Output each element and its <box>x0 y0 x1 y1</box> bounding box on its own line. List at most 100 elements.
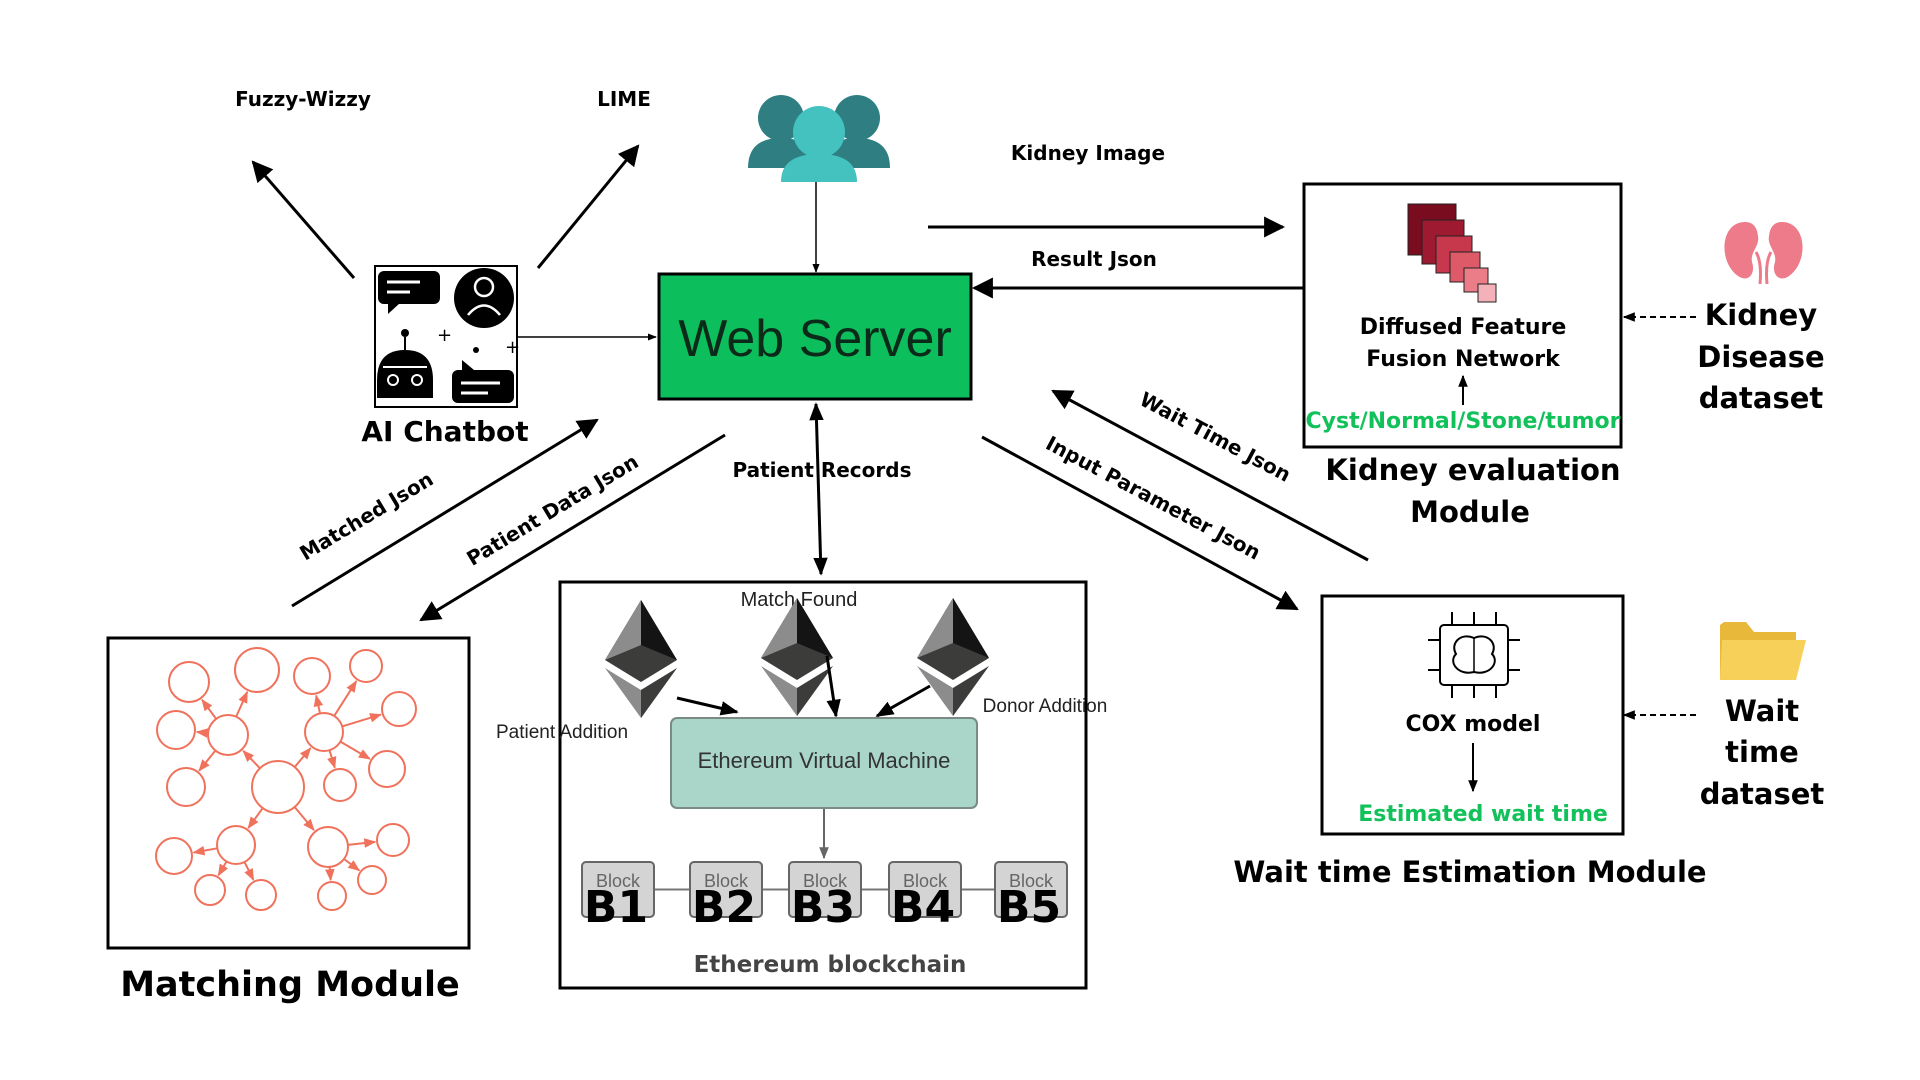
network-node <box>357 865 387 895</box>
patient-data-json-label: Patient Data Json <box>462 449 642 570</box>
block-label: Block <box>1009 871 1054 891</box>
network-node <box>234 647 280 693</box>
ethereum-icon <box>605 600 677 718</box>
result-json-label: Result Json <box>1031 247 1157 271</box>
arrow-server-to-matching <box>419 433 726 622</box>
block-handwritten-label: B2 <box>692 882 756 933</box>
network-node <box>304 712 344 752</box>
network-node <box>156 710 196 750</box>
block-handwritten-label: B1 <box>584 882 648 933</box>
network-edge <box>201 698 217 720</box>
network-edge <box>347 838 377 848</box>
dffn-label-line2: Fusion Network <box>1366 347 1561 372</box>
network-edge <box>333 680 358 717</box>
block-label: Block <box>903 871 948 891</box>
network-edge <box>217 860 229 877</box>
network-edge <box>247 807 264 829</box>
network-edge <box>313 694 324 714</box>
network-node <box>323 768 357 802</box>
ai-chatbot-label: AI Chatbot <box>361 415 528 448</box>
fuzzy-wizzy-label: Fuzzy-Wizzy <box>235 87 371 111</box>
arrow-chatbot-to-lime <box>536 144 640 269</box>
network-graph-icon <box>155 647 417 911</box>
estimated-wait-time-label: Estimated wait time <box>1358 802 1608 827</box>
kidney-image-label: Kidney Image <box>1011 141 1165 165</box>
arrow-wait-module-to-server <box>1051 389 1369 562</box>
patient-addition-label: Patient Addition <box>496 722 628 743</box>
network-node <box>307 826 349 868</box>
kidney-dataset-line1: Kidney <box>1705 298 1817 332</box>
block-handwritten-label: B5 <box>997 882 1061 933</box>
ethereum-icon <box>761 598 833 716</box>
lime-label: LIME <box>597 87 651 111</box>
wait-dataset-line3: dataset <box>1700 777 1825 811</box>
network-edge <box>192 845 218 856</box>
network-node <box>216 825 256 865</box>
network-edge <box>293 806 315 832</box>
users-group-icon <box>748 95 890 182</box>
block-handwritten-label: B3 <box>791 882 855 933</box>
evm-label: Ethereum Virtual Machine <box>698 748 951 773</box>
wait-dataset-line1: Wait <box>1725 694 1799 728</box>
network-node <box>166 767 206 807</box>
network-node <box>251 760 305 814</box>
network-edge <box>243 861 255 881</box>
block-handwritten-label: B4 <box>891 882 955 933</box>
block-box <box>994 861 1068 918</box>
dffn-label-line1: Diffused Feature <box>1360 315 1567 340</box>
kidney-icon <box>1724 222 1803 285</box>
block-box <box>689 861 763 918</box>
block-label: Block <box>704 871 749 891</box>
network-edge <box>242 749 261 769</box>
donor-addition-label: Donor Addition <box>983 696 1108 717</box>
network-node <box>381 691 417 727</box>
network-edge <box>341 713 382 728</box>
web-server-label: Web Server <box>678 310 952 368</box>
network-node <box>245 879 277 911</box>
network-node <box>168 661 210 703</box>
network-edge <box>195 728 209 738</box>
svg-text:+: + <box>437 325 452 346</box>
cox-model-label: COX model <box>1406 712 1541 737</box>
kidney-dataset-line2: Disease <box>1697 340 1824 374</box>
network-node <box>376 823 410 857</box>
arrow-matching-to-server <box>291 418 599 608</box>
arrow-server-blockchain <box>809 402 828 576</box>
matched-json-label: Matched Json <box>295 467 437 565</box>
kidney-dataset-line3: dataset <box>1699 381 1824 415</box>
wait-dataset-line2: time <box>1725 735 1799 769</box>
arrow-patient-eth-to-evm <box>676 696 739 716</box>
kidney-module-title-line2: Module <box>1410 495 1530 529</box>
svg-text:+: + <box>505 337 520 358</box>
web-server-box <box>657 272 973 401</box>
evm-box <box>670 717 978 809</box>
ethereum-blockchain-label: Ethereum blockchain <box>694 952 967 978</box>
block-box <box>581 861 655 918</box>
brain-chip-icon <box>1428 612 1520 698</box>
network-node <box>349 649 383 683</box>
network-edge <box>198 749 217 772</box>
match-found-label: Match Found <box>741 589 858 611</box>
network-node <box>317 881 347 911</box>
network-edge <box>343 858 361 872</box>
arrow-donor-eth-to-evm <box>875 684 931 718</box>
network-edge <box>235 690 249 718</box>
wait-module-title: Wait time Estimation Module <box>1233 855 1706 889</box>
kidney-classes-label: Cyst/Normal/Stone/tumor <box>1305 409 1620 434</box>
network-edge <box>327 749 337 769</box>
network-node <box>293 657 331 695</box>
network-node <box>207 714 249 756</box>
network-edge <box>293 747 312 768</box>
kidney-module-title-line1: Kidney evaluation <box>1325 453 1620 487</box>
network-edge <box>325 866 335 882</box>
block-label: Block <box>803 871 848 891</box>
stacked-layers-icon <box>1407 203 1497 303</box>
wait-time-json-label: Wait Time Json <box>1136 387 1295 487</box>
network-node <box>155 837 193 875</box>
network-node <box>368 750 406 788</box>
chatbot-icon: + + <box>374 265 520 408</box>
matching-module-title: Matching Module <box>120 965 460 1005</box>
network-node <box>194 874 226 906</box>
